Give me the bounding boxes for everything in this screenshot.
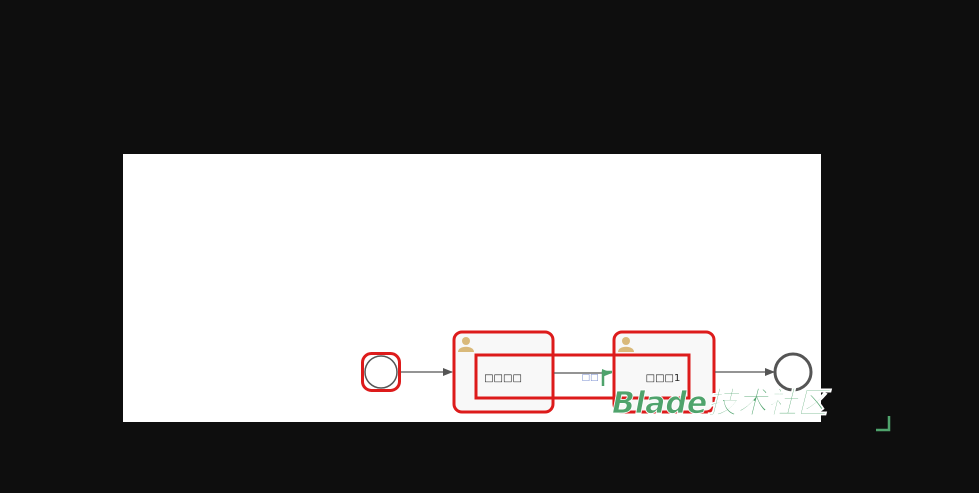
end-event[interactable]	[773, 352, 813, 392]
user-icon	[618, 337, 634, 352]
watermark-text: Blade技术社区	[612, 386, 832, 421]
start-event[interactable]	[361, 352, 401, 392]
watermark-bracket-left	[601, 370, 612, 386]
start-event-highlight	[361, 352, 401, 392]
watermark: Blade技术社区	[601, 370, 891, 432]
flow-label: □□	[581, 373, 598, 383]
user-icon	[458, 337, 474, 352]
user-task-1[interactable]: □□□□	[452, 330, 555, 414]
task1-label: □□□□	[484, 373, 522, 384]
watermark-bracket-right	[876, 416, 891, 432]
task2-label: □□□1	[646, 373, 681, 384]
connection-highlight	[474, 353, 691, 400]
